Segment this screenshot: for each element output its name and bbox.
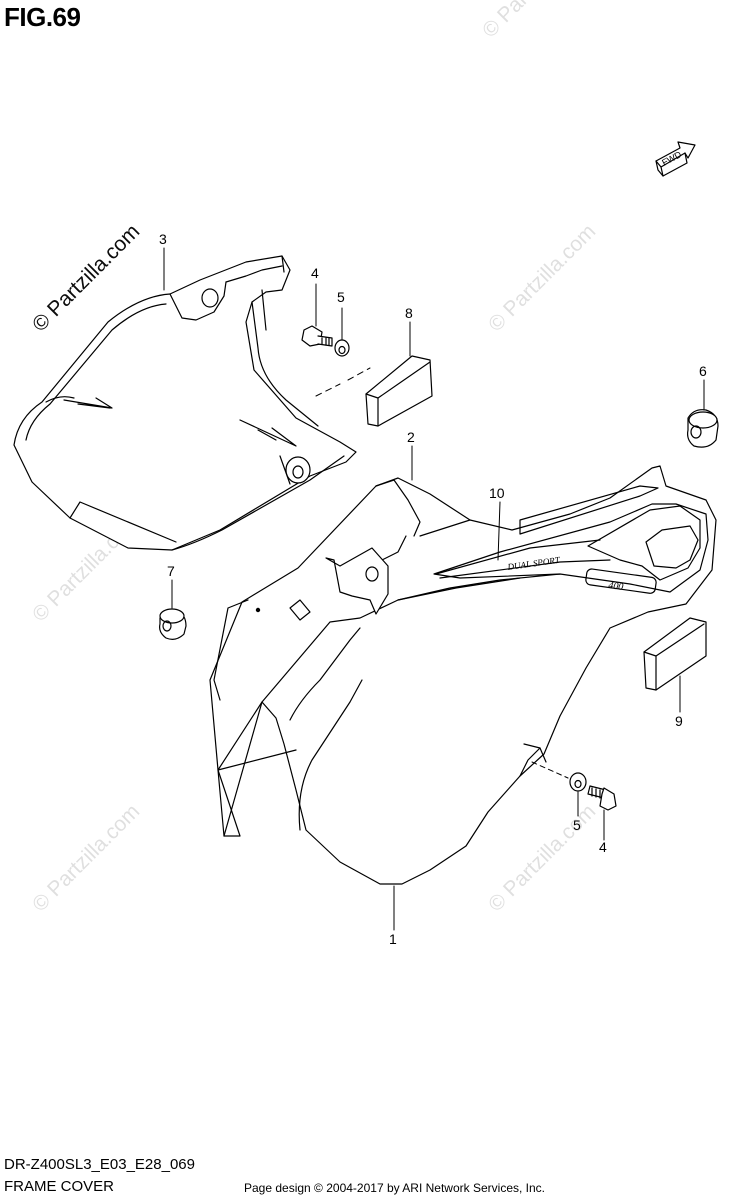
callout-4-lower: 4 — [599, 839, 607, 855]
part-9-cushion — [643, 617, 707, 691]
callout-4: 4 — [311, 265, 319, 281]
callout-7: 7 — [167, 563, 175, 579]
part-5-washer-upper — [334, 339, 350, 357]
part-5-washer-lower — [569, 772, 587, 792]
part-6-grommet — [687, 409, 719, 448]
model-code: DR-Z400SL3_E03_E28_069 — [4, 1156, 195, 1173]
leader-lines — [163, 247, 705, 931]
figure-title: FIG.69 — [4, 2, 81, 32]
callout-8: 8 — [405, 305, 413, 321]
callout-5-lower: 5 — [573, 817, 581, 833]
callout-5: 5 — [337, 289, 345, 305]
copyright-credit: Page design © 2004-2017 by ARI Network S… — [244, 1181, 546, 1195]
decal-text-400: 400 — [608, 580, 624, 593]
part-4-bolt-lower — [587, 785, 617, 811]
part-4-bolt-upper — [301, 325, 333, 347]
callout-9: 9 — [675, 713, 683, 729]
callout-1: 1 — [389, 931, 397, 947]
fwd-arrow-icon: FWD — [655, 141, 696, 177]
part-1-frame-cover-main: DUAL SPORT 400 — [209, 465, 717, 885]
part-3-frame-cover-upper — [13, 255, 357, 551]
part-7-grommet — [159, 608, 187, 640]
callout-3: 3 — [159, 231, 167, 247]
part-8-cushion — [365, 355, 433, 427]
callout-2: 2 — [407, 429, 415, 445]
callout-10: 10 — [489, 485, 505, 501]
diagram-name: FRAME COVER — [4, 1178, 115, 1195]
callout-6: 6 — [699, 363, 707, 379]
